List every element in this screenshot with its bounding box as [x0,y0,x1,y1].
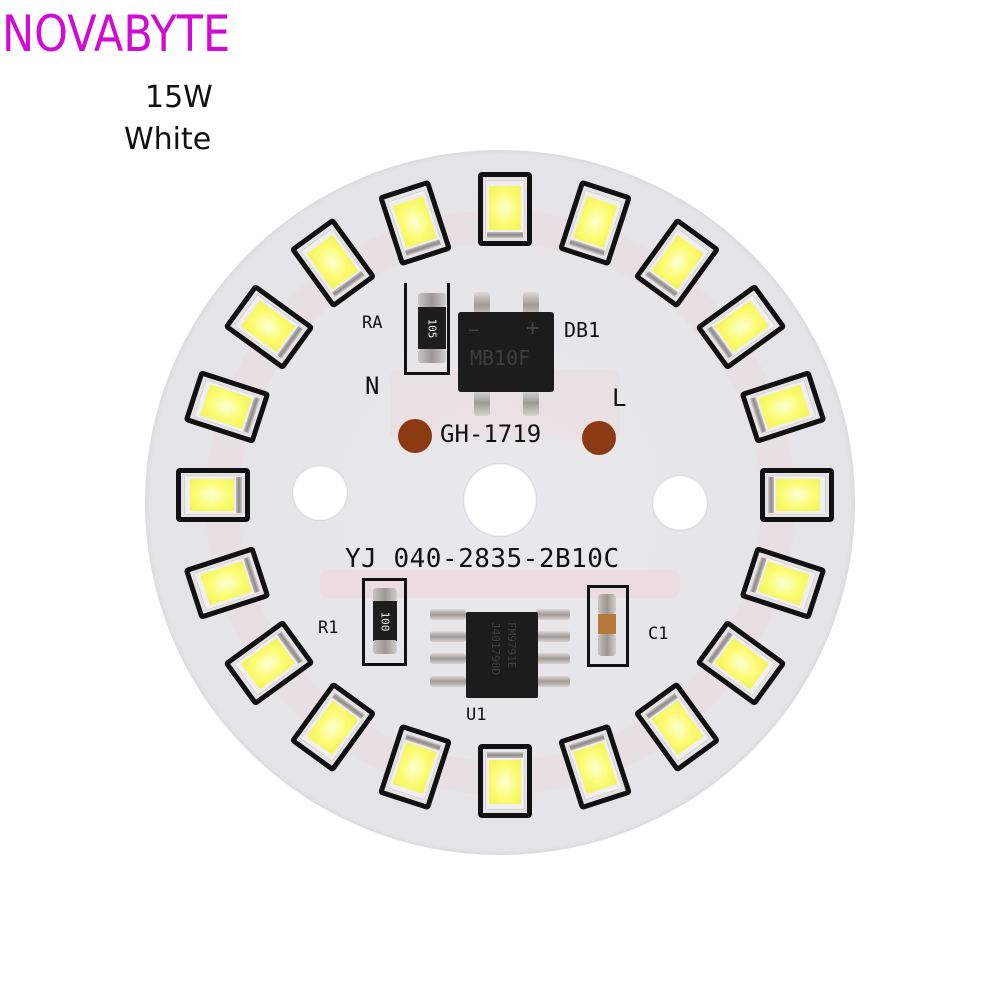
ra-endcap-top [418,293,446,307]
smd-led-2835 [176,468,250,522]
c1-endcap-top [598,594,616,614]
u1-pin [536,631,570,642]
db1-pin [474,292,490,318]
u1-label: U1 [466,705,487,725]
n-solder-pad [398,419,432,453]
r1-label: R1 [318,618,339,638]
db1-pin [523,292,539,318]
left-mount-hole [292,465,348,521]
r1-endcap-bottom [373,640,397,654]
u1-pin [536,609,570,620]
u1-pin [536,653,570,664]
model-code: YJ 040-2835-2B10C [345,544,620,574]
db1-pin [523,390,539,416]
db1-label: DB1 [564,318,601,342]
ra-resistor: 105 [418,307,446,349]
r1-resistor: 100 [373,601,397,641]
u1-driver-ic: FM9791E J401790D [466,612,538,698]
live-label: L [612,384,627,412]
c1-endcap-bottom [598,634,616,656]
r1-endcap-top [373,588,397,602]
l-solder-pad [582,421,616,455]
brand-logo: NOVABYTE [2,5,231,63]
u1-pin [430,609,466,620]
ra-outline [404,283,450,375]
color-label: White [124,122,212,157]
u1-pin [430,631,466,642]
db1-bridge-rectifier: − + MB10F [458,312,554,392]
neutral-label: N [365,372,380,400]
ra-endcap-bottom [418,349,446,363]
smd-led-2835 [478,171,532,246]
u1-pin [430,653,466,664]
r1-outline [362,578,407,666]
right-mount-hole [652,475,708,531]
board-id: GH-1719 [440,420,542,448]
c1-capacitor [598,614,616,634]
c1-outline [587,585,629,667]
db1-pin [474,390,490,416]
smd-led-2835 [478,744,532,819]
bridge-marking: MB10F [470,346,531,370]
u1-pin [536,676,570,687]
center-mount-hole [463,463,537,537]
u1-pin [430,676,466,687]
smd-led-2835 [760,468,834,522]
ra-label: RA [362,313,383,333]
wattage-label: 15W [145,80,213,115]
c1-label: C1 [648,624,669,644]
